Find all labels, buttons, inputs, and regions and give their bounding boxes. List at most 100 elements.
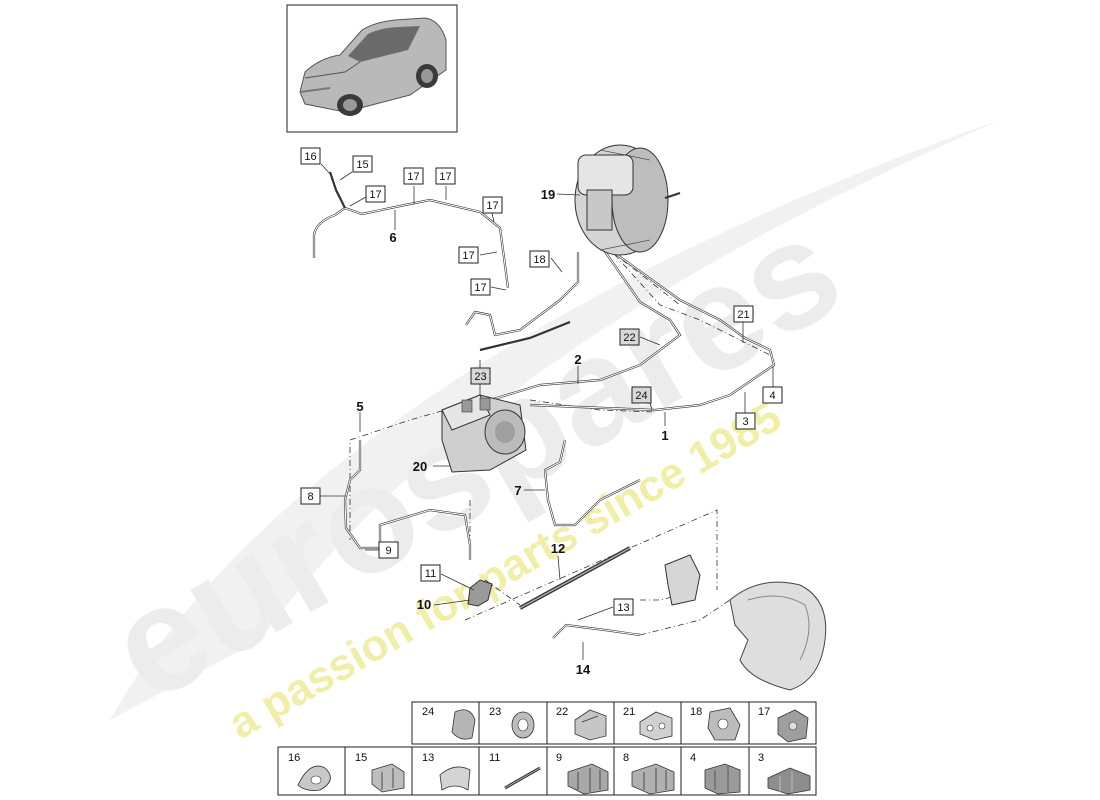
callout-8: 8 (300, 487, 321, 505)
callout-17: 17 (458, 246, 479, 264)
svg-text:3: 3 (742, 416, 748, 428)
vehicle-thumbnail (286, 4, 458, 133)
svg-text:19: 19 (541, 187, 555, 202)
callout-10: 10 (417, 597, 431, 612)
svg-text:20: 20 (413, 459, 427, 474)
svg-text:17: 17 (369, 189, 381, 201)
grid-cell-8: 8 (623, 752, 675, 795)
svg-text:13: 13 (422, 752, 434, 764)
callout-22: 22 (619, 328, 640, 346)
callout-17: 17 (435, 167, 456, 185)
svg-text:10: 10 (417, 597, 431, 612)
grid-cell-23: 23 (489, 706, 535, 739)
callout-17: 17 (470, 278, 491, 296)
svg-text:22: 22 (556, 706, 568, 718)
svg-text:11: 11 (425, 568, 436, 580)
svg-text:17: 17 (462, 250, 474, 262)
callout-4: 4 (762, 386, 783, 404)
svg-text:14: 14 (576, 662, 591, 677)
svg-text:23: 23 (474, 371, 486, 383)
grid-cell-9: 9 (556, 752, 609, 795)
bracket (467, 579, 493, 607)
grid-cell-18: 18 (690, 706, 741, 741)
callout-5: 5 (356, 399, 363, 414)
svg-text:16: 16 (288, 752, 300, 764)
grid-cell-3: 3 (758, 752, 811, 795)
svg-text:4: 4 (690, 752, 696, 764)
callout-21: 21 (733, 305, 754, 323)
abs-control-unit (441, 394, 527, 473)
callouts: 16 15 17 17 17 17 17 17 6 18 19 21 22 2 … (300, 147, 783, 677)
callout-7: 7 (514, 483, 521, 498)
svg-text:17: 17 (407, 171, 419, 183)
svg-text:24: 24 (635, 390, 647, 402)
grid-cell-15: 15 (355, 752, 405, 793)
svg-text:6: 6 (389, 230, 396, 245)
master-cylinder (577, 154, 634, 196)
svg-text:18: 18 (690, 706, 702, 718)
svg-text:5: 5 (356, 399, 363, 414)
callout-9: 9 (378, 541, 399, 559)
svg-text:12: 12 (551, 541, 565, 556)
svg-text:9: 9 (385, 545, 391, 557)
svg-text:16: 16 (304, 151, 316, 163)
brake-booster (574, 144, 681, 256)
brake-caliper (729, 581, 827, 691)
svg-text:23: 23 (489, 706, 501, 718)
callout-1: 1 (661, 428, 668, 443)
callout-24: 24 (631, 386, 652, 404)
car-image (299, 17, 447, 116)
svg-text:17: 17 (439, 171, 451, 183)
svg-text:8: 8 (623, 752, 629, 764)
callout-3: 3 (735, 412, 756, 430)
svg-text:17: 17 (474, 282, 486, 294)
brake-hose (519, 546, 631, 610)
callout-6: 6 (389, 230, 396, 245)
grid-cell-13: 13 (422, 752, 471, 791)
svg-text:17: 17 (758, 706, 770, 718)
watermark-swoosh (110, 120, 1000, 720)
svg-text:8: 8 (307, 491, 313, 503)
watermark: eurospares a passion for parts since 198… (82, 120, 1000, 749)
svg-text:17: 17 (486, 200, 498, 212)
brake-lines (312, 171, 776, 639)
grid-cell-16: 16 (288, 752, 331, 791)
callout-14: 14 (576, 662, 591, 677)
svg-text:3: 3 (758, 752, 764, 764)
callout-17: 17 (365, 185, 386, 203)
grid-cell-22: 22 (556, 706, 607, 741)
svg-text:11: 11 (489, 752, 500, 764)
callout-17: 17 (482, 196, 503, 214)
svg-text:9: 9 (556, 752, 562, 764)
callout-13: 13 (613, 598, 634, 616)
svg-text:21: 21 (623, 706, 635, 718)
grid-cell-21: 21 (623, 706, 673, 741)
callout-23: 23 (470, 367, 491, 385)
svg-text:7: 7 (514, 483, 521, 498)
svg-text:24: 24 (422, 706, 434, 718)
svg-text:15: 15 (355, 752, 367, 764)
callout-12: 12 (551, 541, 565, 556)
callout-20: 20 (413, 459, 427, 474)
svg-text:13: 13 (617, 602, 629, 614)
svg-text:1: 1 (661, 428, 668, 443)
callout-15: 15 (352, 155, 373, 173)
svg-text:4: 4 (769, 390, 775, 402)
hose-bracket (664, 554, 701, 606)
grid-cell-11: 11 (489, 752, 541, 790)
leader-lines (320, 163, 774, 660)
svg-text:15: 15 (356, 159, 368, 171)
grid-cell-4: 4 (690, 752, 741, 795)
grid-cell-24: 24 (422, 706, 476, 740)
svg-text:22: 22 (623, 332, 635, 344)
callout-18: 18 (529, 250, 550, 268)
callout-19: 19 (541, 187, 555, 202)
callout-2: 2 (574, 352, 581, 367)
svg-text:2: 2 (574, 352, 581, 367)
callout-17: 17 (403, 167, 424, 185)
svg-text:18: 18 (533, 254, 545, 266)
callout-16: 16 (300, 147, 321, 165)
callout-11: 11 (420, 564, 441, 582)
parts-grid: 24 23 22 21 18 17 (277, 701, 817, 796)
